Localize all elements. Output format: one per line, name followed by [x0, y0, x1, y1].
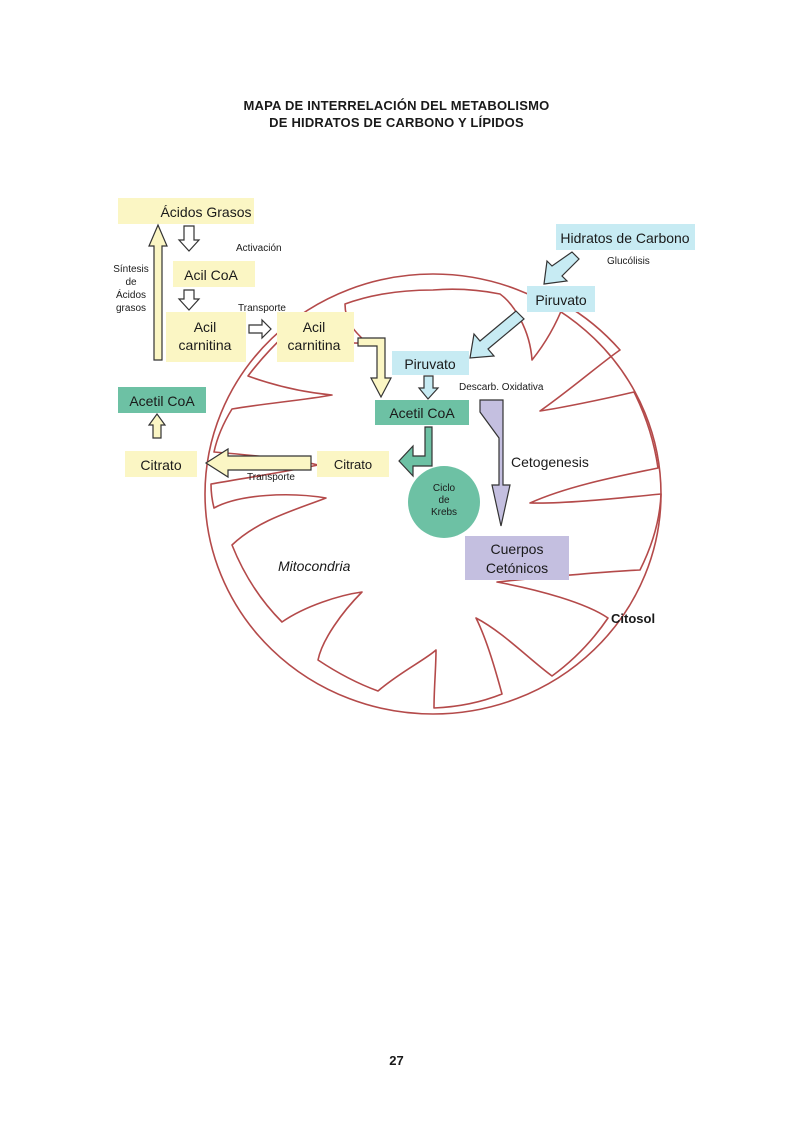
transporte-top-label: Transporte — [238, 303, 286, 314]
acil-carnitina-cytosol-line1: Acil — [194, 319, 217, 335]
krebs-line2: de — [438, 495, 450, 506]
acil-carnitina-cytosol-box — [166, 312, 246, 362]
piruvato-down-arrow — [417, 375, 440, 400]
acetil-coa-mito-box — [375, 400, 469, 425]
citrato-mito-text: Citrato — [334, 457, 372, 472]
cetogenesis-label: Cetogenesis — [511, 454, 589, 470]
glycolysis-arrow — [543, 251, 580, 285]
acil-coa-box — [173, 261, 255, 287]
hidratos-box — [556, 224, 695, 250]
sintesis-label-1: Síntesis — [113, 264, 149, 275]
transporte-bottom-label: Transporte — [247, 472, 295, 483]
acetil-coa-cytosol-text: Acetil CoA — [129, 393, 195, 409]
title-line-2: DE HIDRATOS DE CARBONO Y LÍPIDOS — [269, 115, 524, 130]
acidos-grasos-box — [118, 198, 254, 224]
sintesis-up-arrow — [148, 223, 168, 361]
hidratos-text: Hidratos de Carbono — [560, 230, 689, 246]
citrato-up-arrow — [147, 412, 167, 439]
acil-carnitina-cytosol-line2: carnitina — [179, 337, 232, 353]
sintesis-label-4: grasos — [116, 303, 146, 314]
acil-coa-text: Acil CoA — [184, 267, 238, 283]
piruvato-transport-arrow — [469, 310, 525, 359]
piruvato-mito-box — [392, 351, 469, 375]
cetogenesis-arrow — [479, 399, 511, 527]
citrato-mito-box — [317, 451, 389, 477]
cuerpos-cetonicos-box — [465, 536, 569, 580]
glucolisis-label: Glucólisis — [607, 256, 650, 267]
cuerpos-line1: Cuerpos — [491, 541, 544, 557]
page-number: 27 — [389, 1053, 404, 1068]
title-line-1: MAPA DE INTERRELACIÓN DEL METABOLISMO — [243, 98, 550, 113]
page-title: MAPA DE INTERRELACIÓN DEL METABOLISMO DE… — [0, 97, 793, 131]
mitocondria-label: Mitocondria — [278, 558, 351, 574]
acidos-grasos-text: Ácidos Grasos — [160, 204, 251, 220]
acil-carnitina-mito-line1: Acil — [303, 319, 326, 335]
citrato-cytosol-text: Citrato — [140, 457, 181, 473]
acil-coa-down-arrow — [177, 289, 201, 311]
activacion-label: Activación — [236, 243, 282, 254]
acil-carnitina-mito-box — [277, 312, 354, 362]
beta-oxidation-arrow — [357, 337, 392, 399]
piruvato-mito-text: Piruvato — [404, 356, 456, 372]
acetil-to-citrato-arrow — [398, 426, 433, 478]
transporte-bottom-arrow — [204, 447, 312, 479]
acetil-coa-cytosol-box — [118, 387, 206, 413]
descarb-label: Descarb. Oxidativa — [459, 382, 544, 393]
citrato-cytosol-box — [125, 451, 197, 477]
sintesis-label-3: Ácidos — [116, 288, 146, 301]
acetil-coa-mito-text: Acetil CoA — [389, 405, 455, 421]
piruvato-cytosol-box — [527, 286, 595, 312]
cuerpos-line2: Cetónicos — [486, 560, 548, 576]
mitochondrion-inner-membrane — [210, 288, 662, 709]
piruvato-cytosol-text: Piruvato — [535, 292, 587, 308]
krebs-cycle-circle — [408, 466, 480, 538]
krebs-line1: Ciclo — [433, 483, 456, 494]
citosol-label: Citosol — [611, 611, 655, 626]
acil-carnitina-mito-line2: carnitina — [288, 337, 341, 353]
krebs-line3: Krebs — [431, 507, 457, 518]
transporte-top-arrow — [248, 318, 272, 340]
activation-arrow — [177, 225, 201, 252]
sintesis-label-2: de — [125, 277, 137, 288]
